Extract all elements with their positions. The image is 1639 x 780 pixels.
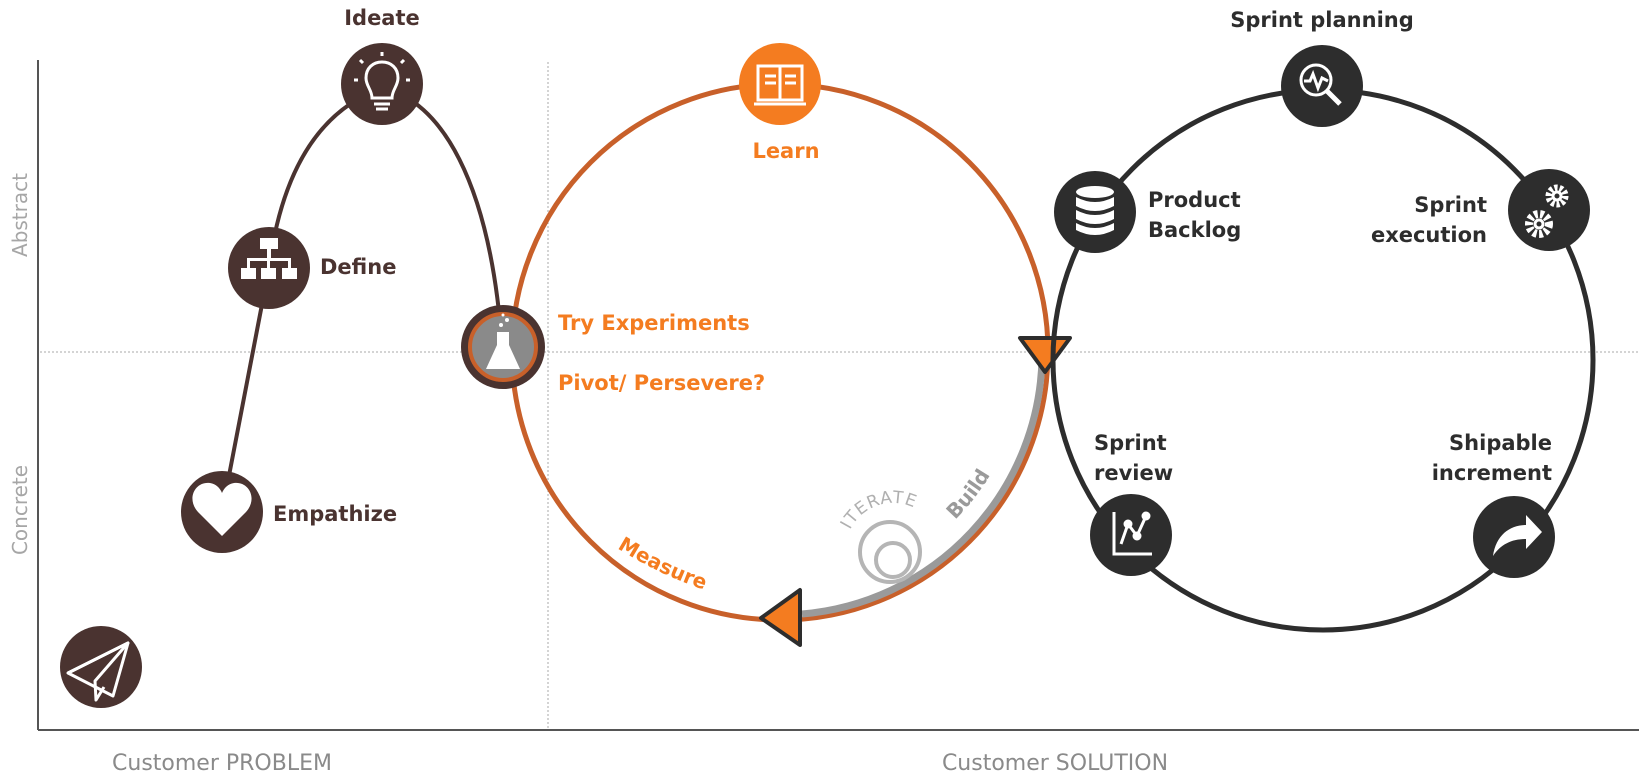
ideate-node — [341, 43, 423, 125]
sprint-review-node — [1090, 494, 1172, 576]
label-shipable-1: Shipable — [1449, 431, 1552, 455]
label-product-backlog-1: Product — [1148, 188, 1241, 212]
learn-node — [739, 43, 821, 125]
label-pivot-persevere: Pivot/ Persevere? — [558, 371, 765, 395]
product-backlog-node — [1054, 171, 1136, 253]
axis-label-customer-solution: Customer SOLUTION — [942, 751, 1168, 776]
label-measure: Measure — [614, 532, 710, 595]
label-ideate: Ideate — [344, 6, 420, 30]
label-sprint-review-2: review — [1094, 461, 1173, 485]
empathize-node — [181, 471, 263, 553]
gears-icon — [1525, 184, 1569, 238]
magnifier-pulse-icon — [1299, 63, 1342, 106]
hierarchy-icon — [241, 238, 297, 279]
down-triangle-marker — [1018, 336, 1072, 374]
line-chart-icon — [1112, 511, 1152, 556]
axis-label-abstract: Abstract — [8, 173, 32, 257]
define-node — [228, 227, 310, 309]
experiment-node — [461, 305, 545, 389]
sprint-execution-node — [1508, 169, 1590, 251]
label-define: Define — [320, 255, 396, 279]
share-arrow-icon — [1493, 515, 1542, 556]
paper-plane-icon — [66, 641, 130, 702]
label-sprint-execution-2: execution — [1371, 223, 1487, 247]
shipable-increment-node — [1473, 496, 1555, 578]
label-product-backlog-2: Backlog — [1148, 218, 1241, 242]
paper-plane-node — [60, 626, 142, 708]
axis-label-concrete: Concrete — [8, 465, 32, 555]
label-shipable-2: increment — [1432, 461, 1552, 485]
axis-label-customer-problem: Customer PROBLEM — [112, 751, 332, 776]
label-sprint-review-1: Sprint — [1094, 431, 1167, 455]
database-icon — [1076, 186, 1114, 235]
lightbulb-icon — [354, 52, 410, 111]
iterate-spiral — [858, 520, 922, 584]
heart-icon — [192, 482, 252, 536]
sprint-planning-node — [1281, 45, 1363, 127]
flask-icon — [486, 313, 520, 369]
open-book-icon — [754, 64, 806, 106]
left-triangle-marker — [759, 588, 802, 647]
label-try-experiments: Try Experiments — [558, 311, 750, 335]
label-empathize: Empathize — [273, 502, 397, 526]
label-sprint-execution-1: Sprint — [1414, 193, 1487, 217]
label-learn: Learn — [752, 139, 819, 163]
build-arc — [801, 357, 1046, 618]
label-sprint-planning: Sprint planning — [1230, 8, 1414, 32]
